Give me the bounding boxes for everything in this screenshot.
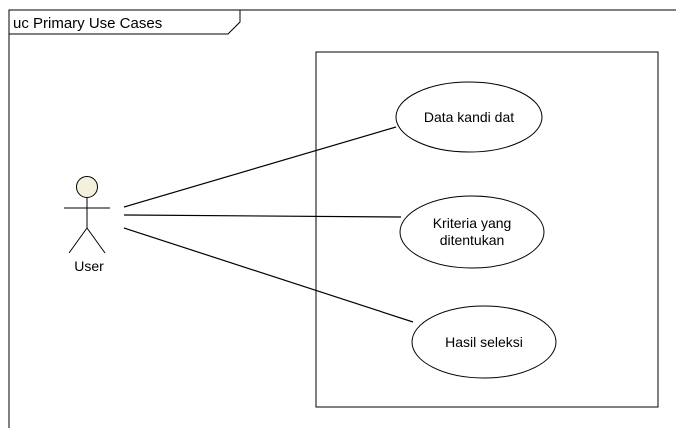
use-case-label: Hasil seleksi — [445, 334, 523, 350]
use-case-label-line-1: Kriteria yang — [433, 215, 512, 231]
use-case-ellipse — [411, 305, 557, 379]
use-case-ellipse — [395, 81, 543, 153]
use-case-label-line-2: ditentukan — [440, 232, 505, 248]
association-line-hasil — [123, 227, 414, 323]
actor-right-leg — [86, 227, 106, 254]
use-case-hasil-seleksi: Hasil seleksi — [411, 305, 557, 379]
actor-user: User — [64, 176, 110, 274]
actor-head — [76, 176, 98, 198]
diagram-frame: uc Primary Use Cases — [8, 9, 676, 428]
use-case-data-kandidat: Data kandi dat — [395, 81, 543, 153]
use-case-label: Data kandi dat — [424, 109, 514, 125]
actor-label: User — [74, 258, 104, 274]
association-line-data — [123, 126, 397, 208]
frame-title-tab — [8, 9, 241, 35]
actor-left-leg — [68, 227, 88, 254]
frame-border — [8, 9, 676, 428]
system-boundary — [315, 51, 659, 408]
use-case-ellipse — [399, 195, 545, 269]
frame-title: uc Primary Use Cases — [13, 15, 162, 32]
use-case-kriteria: Kriteria yang ditentukan — [399, 195, 545, 269]
association-line-kriteria — [123, 214, 402, 218]
